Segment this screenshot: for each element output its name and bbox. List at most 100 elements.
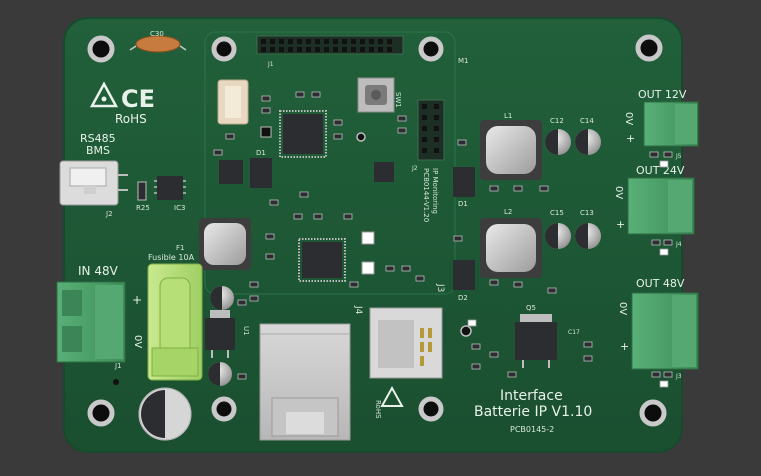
c30-label: C30 [150,30,164,38]
bms-label: BMS [86,144,110,157]
fuse-ref-label: F1 [176,244,184,252]
j3-out-label: J3 [675,373,682,380]
j1-label: J1 [114,362,122,370]
ip-monitoring-vertical: IP Monitoring [431,168,439,214]
cap-c13 [575,223,601,249]
esd-warning-icon [380,385,404,407]
pin-header-j1 [256,35,404,55]
j2-header-label: J2 [411,165,418,172]
module-inductor [199,218,251,270]
smd-leds [467,160,669,388]
sw1-button [357,77,395,113]
j4-rj45-label: J4 [353,305,363,315]
mounting-hole [418,396,444,422]
mcu-chip [279,110,327,158]
input-bulk-capacitor [138,387,192,441]
inductor-l2 [480,218,542,278]
rohs-bottom-label: RoHS [374,400,382,419]
out-12v-plus: + [626,132,635,145]
j5-label: J5 [675,153,682,160]
board-part-number: PCB0145-2 [510,425,554,434]
schottky-diode-d1 [453,167,475,197]
mounting-hole [87,35,115,63]
u1-label: U1 [242,326,250,336]
out-24v-0v: 0V [613,186,624,199]
in-plus-label: + [132,293,142,307]
j2-label: J2 [105,210,113,218]
mounting-hole [211,36,237,62]
sw1-label: SW1 [394,92,402,108]
d2-label: D2 [458,294,468,302]
ethernet-phy-chip [298,238,346,282]
pin-header-j2 [417,99,445,161]
via-dot [356,132,366,142]
out-48v-plus: + [620,340,629,353]
input-terminal-j1 [56,281,126,363]
r25-resistor [137,181,147,201]
q5-mosfet [515,314,557,368]
schottky-diode-d2 [453,260,475,290]
rs485-label: RS485 [80,132,116,145]
d1-right-label: D1 [458,200,468,208]
board-title-line2: Batterie IP V1.10 [474,404,592,420]
l2-label: L2 [504,208,512,216]
c15-label: C15 [550,209,564,217]
out-12v-label: OUT 12V [638,88,687,101]
out-24v-label: OUT 24V [636,164,685,177]
output-terminal-12v [643,101,699,147]
via-dot [113,379,119,385]
ip-module-outline [204,31,456,295]
u1-regulator [205,310,235,358]
via-dot [460,325,472,337]
mounting-hole [418,36,444,62]
esd-warning-icon [89,81,119,108]
c13-label: C13 [580,209,594,217]
rj45-connector [259,323,351,441]
cap-c12 [545,129,571,155]
black-square-cap [260,126,272,138]
c30-capacitor: C30 [129,30,187,53]
in-0v-label: 0V [132,335,143,348]
electrolytic-cap-small [208,362,232,386]
output-terminal-48v [631,292,699,370]
c17-label: C17 [568,329,580,336]
small-ic [374,162,394,182]
usb-small-connector [217,79,249,125]
fuse-label: Fusible 10A [148,253,195,262]
j4-label: J4 [675,241,682,248]
out-48v-label: OUT 48V [636,277,685,290]
output-terminal-24v [627,177,695,235]
mounting-holes [87,34,667,427]
out-48v-0v: 0V [617,302,628,315]
l1-label: L1 [504,112,512,120]
c12-label: C12 [550,117,564,125]
in-48v-label: IN 48V [78,264,119,278]
m1-label: M1 [458,57,469,65]
ic3-chip [157,176,183,200]
mounting-hole [87,399,115,427]
mounting-hole [639,399,667,427]
mounting-hole [635,34,663,62]
mounting-hole [211,396,237,422]
board-version-vertical: PCB0144-V1.20 [422,168,430,222]
j3-label: J3 [435,283,445,292]
ce-mark: CE [121,85,155,113]
r25-label: R25 [136,204,150,212]
small-led [361,261,375,275]
electrolytic-cap-small [210,286,234,310]
ic3-label: IC3 [174,204,185,212]
inductor-l1 [480,120,542,180]
regulator-chip [219,160,243,184]
out-12v-0v: 0V [623,112,634,125]
q5-label: Q5 [526,304,536,312]
out-24v-plus: + [616,218,625,231]
board-title-line1: Interface [500,388,563,404]
smd-passives [213,91,673,380]
d1-label: D1 [256,149,266,157]
cap-c14 [575,129,601,155]
c14-label: C14 [580,117,594,125]
j1-top-label: J1 [267,61,274,68]
rs485-connector [59,160,128,206]
